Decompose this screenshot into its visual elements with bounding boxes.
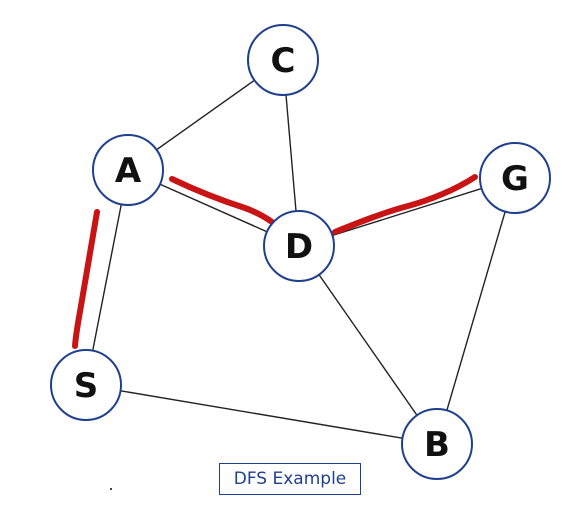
highlight-stroke-d-g	[332, 174, 478, 235]
edge-s-b	[85, 384, 438, 445]
highlight-stroke-s-a	[72, 209, 100, 349]
node-a-circle	[92, 134, 164, 206]
node-b-label: B	[424, 425, 450, 465]
node-c-label: C	[271, 41, 296, 81]
edge-g-b	[436, 177, 516, 445]
node-d-circle	[263, 210, 335, 282]
node-c: C	[247, 24, 319, 96]
node-d-label: D	[285, 227, 313, 267]
node-c-circle	[247, 24, 319, 96]
node-d: D	[263, 210, 335, 282]
node-g: G	[479, 142, 551, 214]
node-s-circle	[50, 349, 122, 421]
stray-dot	[110, 488, 112, 490]
node-s-label: S	[74, 366, 99, 406]
diagram-caption: DFS Example	[219, 463, 361, 495]
node-b-circle	[401, 408, 473, 480]
node-s: S	[50, 349, 122, 421]
node-a: A	[92, 134, 164, 206]
edge-a-s	[85, 169, 129, 386]
highlight-layer	[72, 174, 478, 349]
highlight-stroke-a-d	[169, 176, 275, 225]
node-b: B	[401, 408, 473, 480]
nodes-layer: C A G D S B	[50, 24, 551, 480]
node-g-label: G	[501, 159, 529, 199]
node-a-label: A	[115, 151, 142, 191]
edge-d-b	[298, 245, 438, 445]
node-g-circle	[479, 142, 551, 214]
